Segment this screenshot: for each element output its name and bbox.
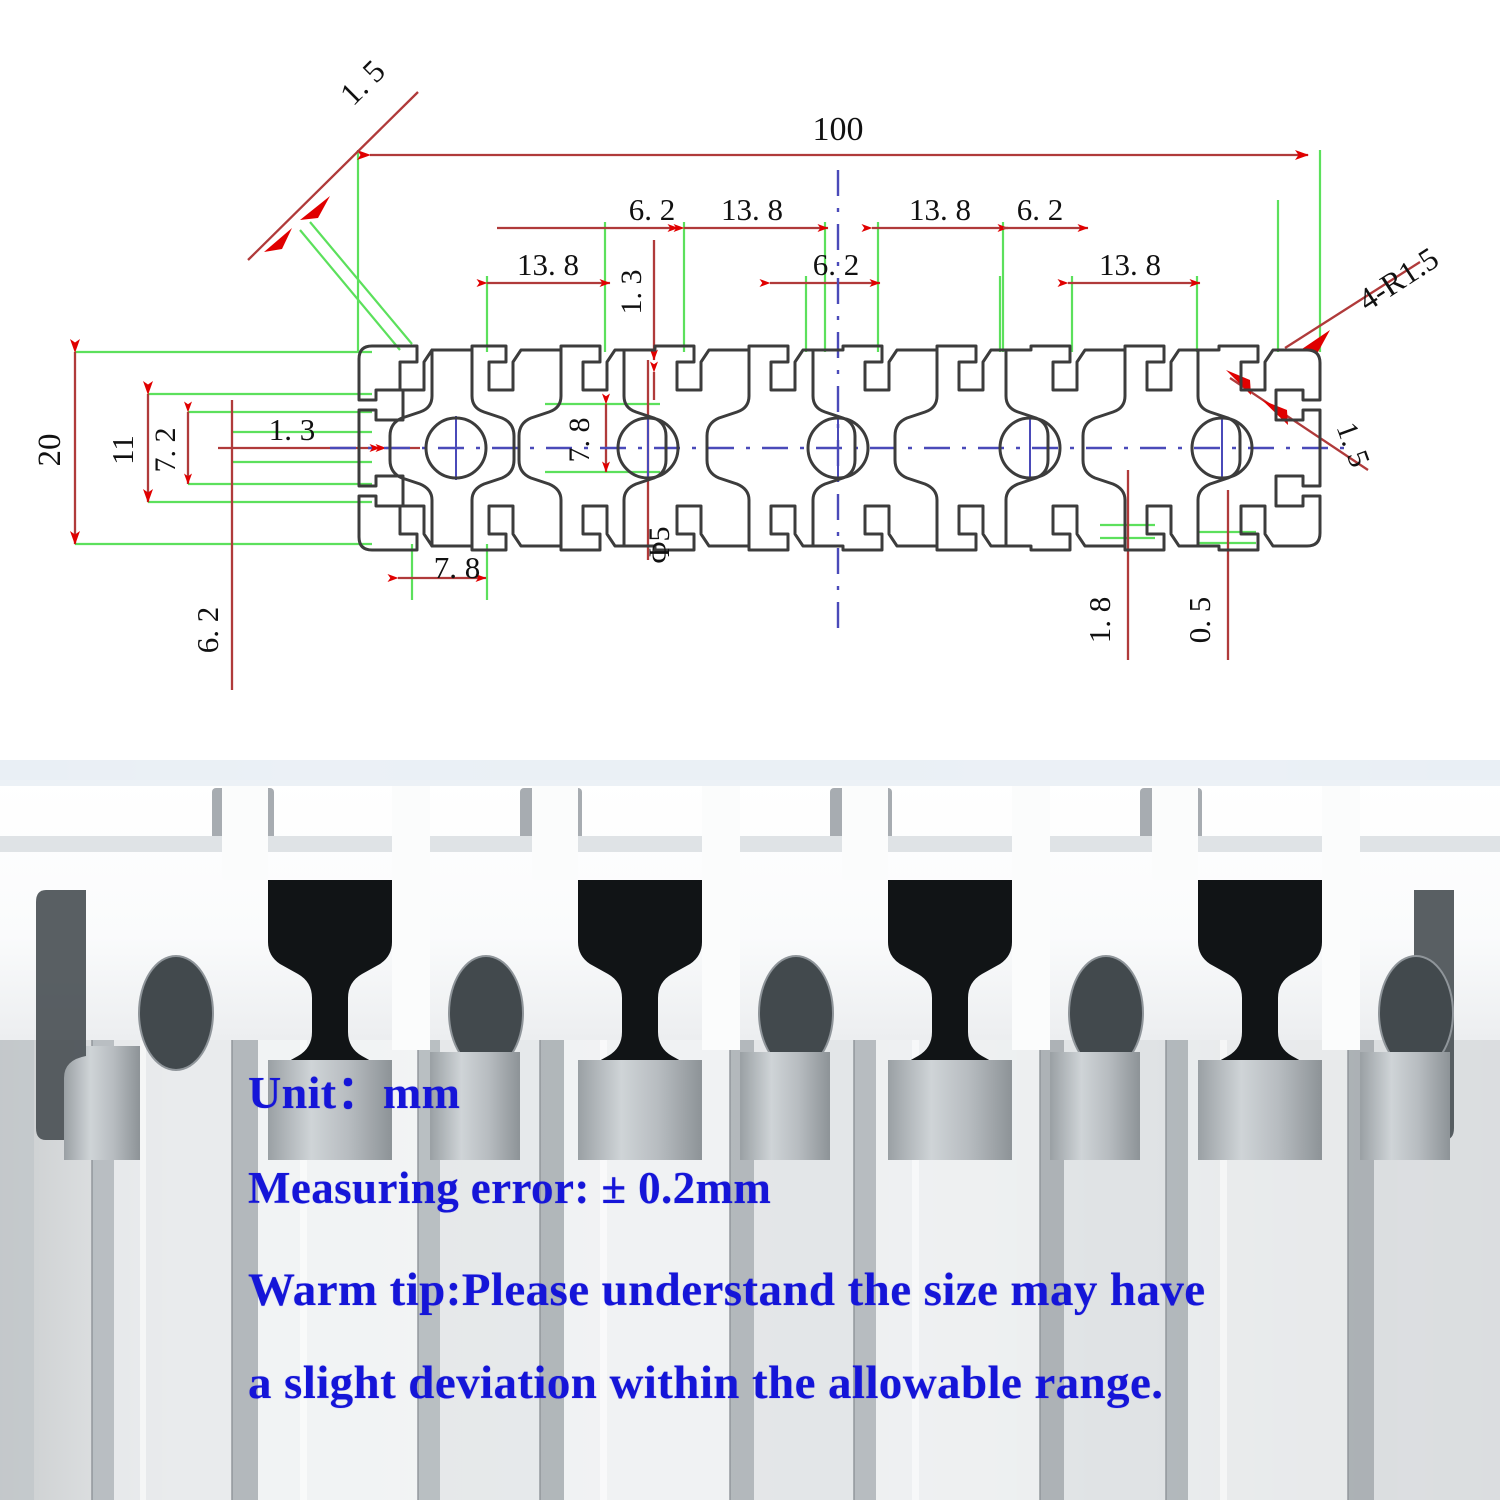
technical-drawing-panel: 100 6. 2 13. 8 13. 8 6. 2 13. 8 6. 2 13.…: [32, 52, 1445, 690]
inner-chamber-walls: [388, 348, 1242, 548]
dim-hole-dia-5: Φ5: [643, 527, 676, 564]
chamber-ribs: [222, 780, 1360, 1050]
note-measuring-error: Measuring error: ± 0.2mm: [248, 1163, 772, 1213]
dim-mid-13p8-left: 13. 8: [517, 247, 579, 282]
dim-height-7p2: 7. 2: [149, 428, 182, 473]
note-warm-tip-line1: Warm tip:Please understand the size may …: [248, 1264, 1206, 1316]
dim-slot-7p8-horizontal: 7. 8: [434, 550, 481, 585]
dim-height-20: 20: [32, 434, 68, 467]
drawing-canvas: 100 6. 2 13. 8 13. 8 6. 2 13. 8 6. 2 13.…: [32, 53, 1445, 690]
dim-corner-4-r1p5: 4-R1.5: [1351, 240, 1444, 318]
dim-top-13p8-right: 13. 8: [909, 192, 971, 227]
note-unit: Unit：mm: [248, 1067, 461, 1118]
extension-lines: [75, 150, 1322, 600]
dimension-texts: 100 6. 2 13. 8 13. 8 6. 2 13. 8 6. 2 13.…: [32, 53, 1445, 654]
dim-corner-1p5: 1. 5: [1330, 418, 1376, 472]
dimension-lines: [70, 91, 1421, 690]
centerlines: [330, 170, 1350, 630]
dim-mid-13p8-right: 13. 8: [1099, 247, 1161, 282]
dim-top-6p2-left: 6. 2: [629, 192, 676, 227]
extrusion-end-face: [0, 780, 1500, 1160]
dim-overall-100: 100: [813, 111, 864, 148]
hole-centermarks: [455, 416, 1223, 480]
dim-chamfer-1p5: 1. 5: [333, 53, 392, 112]
lower-webs: [64, 1046, 1450, 1160]
dim-top-6p2-right: 6. 2: [1017, 192, 1064, 227]
extrusion-profile-outline: [357, 344, 1322, 552]
dim-height-11: 11: [105, 435, 140, 465]
dim-width-1p3: 1. 3: [269, 412, 316, 447]
dim-top-13p8-left: 13. 8: [721, 192, 783, 227]
dim-vert-1p3: 1. 3: [615, 270, 648, 315]
dim-slot-7p8-vertical: 7. 8: [563, 418, 596, 463]
dim-depth-6p2: 6. 2: [190, 607, 225, 654]
note-warm-tip-line2: a slight deviation within the allowable …: [248, 1357, 1164, 1409]
dim-lip-0p5: 0. 5: [1182, 597, 1217, 644]
dim-wall-1p8: 1. 8: [1082, 597, 1117, 644]
note-block: Unit：mm Measuring error: ± 0.2mm Warm ti…: [248, 1070, 1318, 1407]
extrusion-photo: [0, 760, 1500, 1500]
product-photo-panel: Unit：mm Measuring error: ± 0.2mm Warm ti…: [0, 760, 1500, 1500]
dim-mid-6p2-center: 6. 2: [813, 247, 860, 282]
